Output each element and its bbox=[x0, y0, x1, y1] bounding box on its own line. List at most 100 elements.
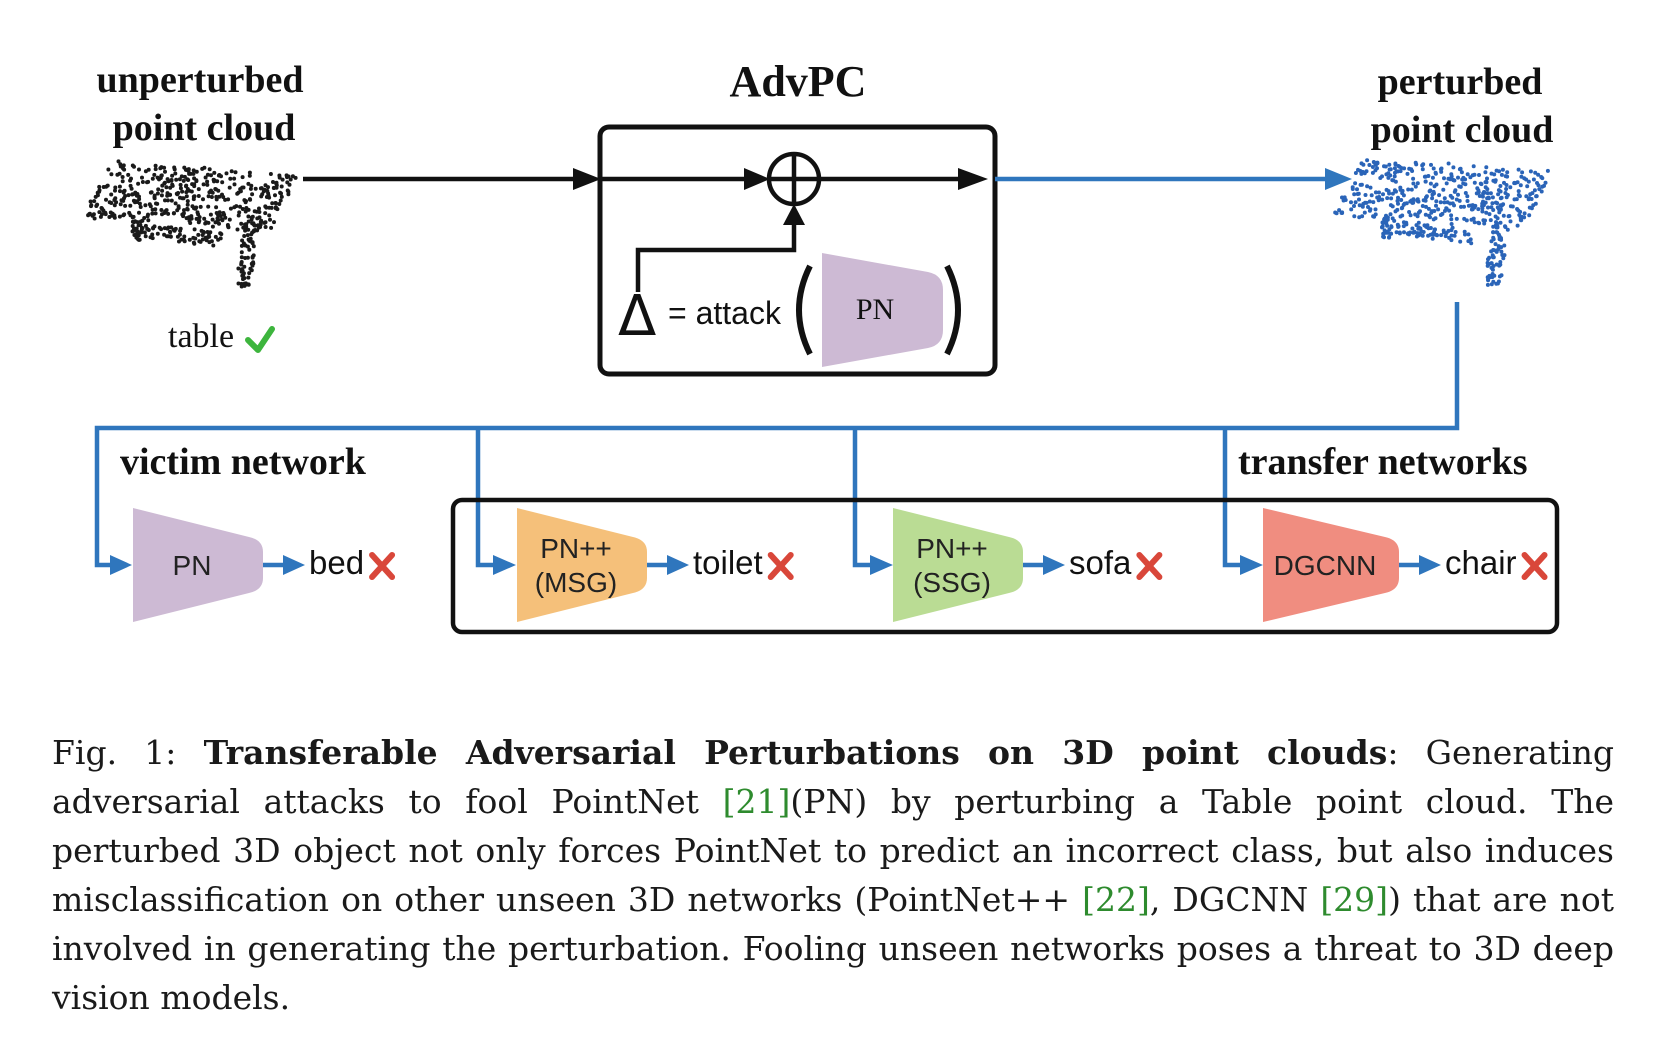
citation-22[interactable]: [22] bbox=[1082, 880, 1150, 919]
point bbox=[1416, 233, 1421, 238]
point bbox=[97, 189, 102, 194]
point bbox=[277, 202, 282, 206]
point bbox=[214, 220, 219, 224]
point bbox=[270, 201, 275, 206]
point bbox=[208, 212, 213, 217]
point bbox=[1486, 257, 1490, 262]
point bbox=[106, 167, 111, 172]
point bbox=[196, 232, 201, 237]
point bbox=[148, 204, 153, 209]
point bbox=[1448, 193, 1453, 198]
point bbox=[1451, 178, 1456, 183]
point bbox=[279, 184, 284, 189]
point bbox=[1405, 171, 1410, 176]
point bbox=[1480, 206, 1485, 211]
point bbox=[1387, 235, 1391, 240]
figure-caption: Fig. 1: Transferable Adversarial Perturb… bbox=[52, 728, 1614, 1022]
point bbox=[214, 205, 219, 210]
point bbox=[1368, 185, 1373, 190]
point bbox=[1497, 210, 1502, 215]
point bbox=[1484, 210, 1489, 215]
point bbox=[162, 211, 167, 215]
point bbox=[246, 275, 251, 280]
point bbox=[223, 197, 228, 202]
citation-21[interactable]: [21] bbox=[722, 782, 791, 821]
point bbox=[1491, 237, 1496, 242]
point bbox=[1423, 179, 1428, 184]
point bbox=[1357, 197, 1361, 202]
caption-prefix: Fig. 1: bbox=[52, 733, 204, 772]
point bbox=[93, 194, 98, 199]
point bbox=[229, 169, 234, 174]
point bbox=[1449, 172, 1454, 177]
point bbox=[250, 221, 255, 226]
point bbox=[1525, 184, 1530, 189]
point bbox=[205, 182, 210, 187]
point bbox=[123, 203, 128, 208]
point bbox=[1402, 230, 1406, 235]
point bbox=[217, 194, 222, 199]
point bbox=[1469, 241, 1474, 246]
point bbox=[226, 225, 231, 230]
point bbox=[185, 199, 190, 204]
point bbox=[278, 190, 283, 195]
output-label-line2: point cloud bbox=[1370, 109, 1554, 151]
network-name-line1: DGCNN bbox=[1273, 550, 1377, 581]
point bbox=[202, 216, 207, 221]
point bbox=[1442, 176, 1446, 181]
point bbox=[240, 273, 245, 278]
point bbox=[203, 175, 208, 180]
prediction-label-3: sofa bbox=[1069, 544, 1132, 581]
figure: AdvPC unperturbed point cloud table pert… bbox=[86, 57, 1560, 635]
point bbox=[236, 266, 241, 271]
point bbox=[239, 260, 244, 264]
point bbox=[248, 186, 253, 191]
point bbox=[1502, 180, 1506, 185]
victim-heading: victim network bbox=[120, 441, 366, 483]
point bbox=[159, 208, 164, 212]
transfer-heading: transfer networks bbox=[1238, 441, 1528, 483]
point bbox=[156, 187, 161, 192]
point bbox=[132, 164, 136, 169]
point bbox=[249, 232, 254, 237]
point bbox=[1440, 211, 1445, 216]
point bbox=[99, 206, 104, 210]
point bbox=[206, 194, 211, 199]
network-name-line1: PN bbox=[172, 550, 212, 581]
point bbox=[201, 197, 205, 202]
point bbox=[163, 198, 167, 203]
point bbox=[179, 174, 184, 179]
citation-29[interactable]: [29] bbox=[1320, 880, 1389, 919]
point bbox=[88, 199, 93, 204]
point bbox=[1360, 169, 1365, 174]
point bbox=[1424, 204, 1428, 209]
point bbox=[91, 212, 96, 217]
point bbox=[1482, 221, 1487, 226]
point bbox=[1483, 180, 1488, 185]
point bbox=[1446, 176, 1451, 181]
point bbox=[1443, 234, 1448, 239]
point bbox=[1543, 180, 1548, 185]
point bbox=[178, 195, 182, 200]
point bbox=[1389, 231, 1394, 236]
point bbox=[155, 201, 160, 206]
point bbox=[1498, 189, 1503, 194]
point bbox=[1485, 282, 1490, 287]
point bbox=[215, 179, 220, 184]
point bbox=[1387, 162, 1392, 167]
point bbox=[181, 178, 186, 183]
point bbox=[1388, 173, 1393, 178]
point bbox=[1477, 173, 1481, 177]
point bbox=[171, 227, 176, 232]
point bbox=[263, 211, 268, 216]
point bbox=[1499, 172, 1504, 177]
point bbox=[182, 208, 186, 213]
point bbox=[164, 234, 169, 239]
point bbox=[1490, 195, 1495, 200]
point bbox=[1349, 207, 1354, 212]
point bbox=[1493, 179, 1498, 184]
point bbox=[219, 174, 223, 179]
point bbox=[246, 181, 251, 186]
point bbox=[1491, 279, 1496, 284]
point bbox=[1508, 204, 1513, 209]
